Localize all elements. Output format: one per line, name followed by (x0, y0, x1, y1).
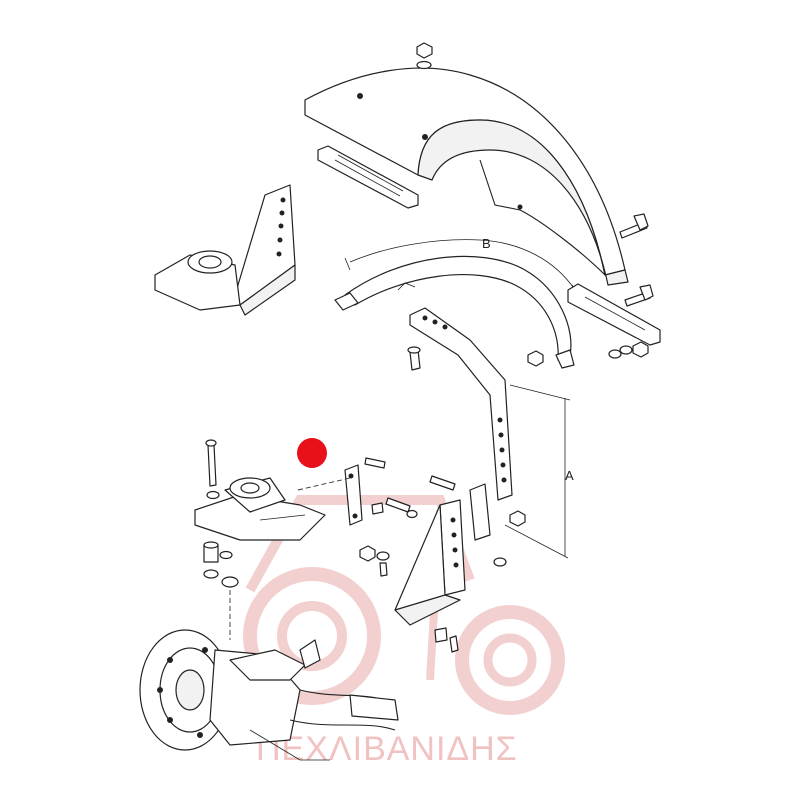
lower-nut-cluster (359, 545, 459, 653)
arc-nut (527, 350, 544, 367)
dimension-b-label: B (482, 236, 491, 251)
right-nuts (608, 341, 649, 359)
dimension-a-label: A (565, 468, 574, 483)
slotted-bracket-right (567, 283, 661, 346)
highlight-marker (297, 438, 327, 468)
vertical-fender-stay (409, 307, 513, 501)
dimension-a: A (504, 384, 574, 559)
assembly-lines (229, 477, 351, 640)
lower-base-bracket (194, 477, 326, 541)
right-bolt-lower (624, 284, 654, 307)
spacer-block (469, 483, 491, 541)
rear-fender-panel (304, 67, 629, 286)
slotted-bracket-upper (317, 145, 419, 209)
axle-hub-assembly (139, 629, 399, 761)
right-bolt-upper (619, 213, 649, 239)
fender-support-arc (334, 255, 575, 369)
stay-bolt (407, 346, 421, 371)
watermark-text: ΠΕΧΛΙΒΑΝΙΔΗΣ (256, 730, 518, 768)
long-pin-bolt (205, 439, 220, 500)
lower-vertical-bracket (394, 499, 466, 626)
center-bolts (364, 457, 526, 567)
top-nut (416, 42, 433, 70)
upper-mount-bracket (154, 184, 296, 316)
connecting-strap (344, 464, 384, 526)
lower-bushings (203, 541, 239, 588)
